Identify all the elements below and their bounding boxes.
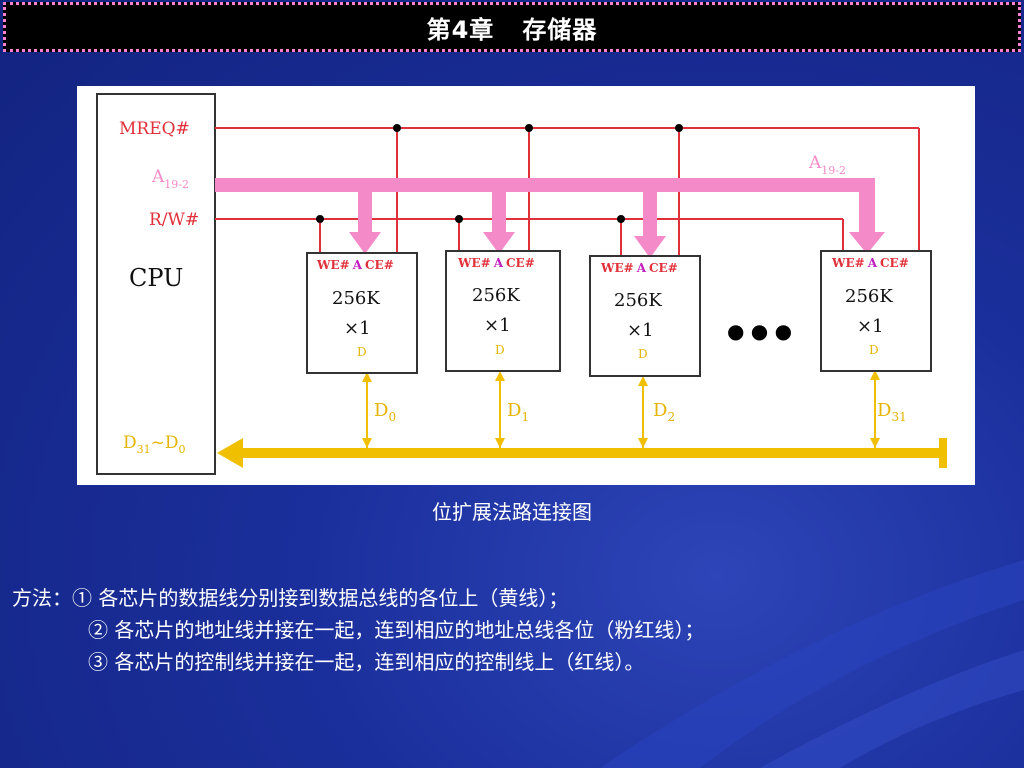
- svg-text:WE#ACE#: WE#ACE#: [457, 256, 535, 270]
- cpu-mreq-label: MREQ#: [119, 119, 190, 139]
- svg-text:256K: 256K: [614, 290, 662, 311]
- svg-text:256K: 256K: [845, 286, 893, 307]
- cpu-rw-label: R/W#: [149, 210, 199, 230]
- method-text: 方法：① 各芯片的数据线分别接到数据总线的各位上（黄线）； ② 各芯片的地址线并…: [12, 582, 704, 678]
- cpu-addr-label: A19-2: [151, 167, 189, 191]
- bus-addr-label: A19-2: [808, 153, 846, 177]
- cpu-label: CPU: [129, 264, 183, 292]
- svg-text:×1: ×1: [857, 316, 884, 337]
- svg-text:WE#ACE#: WE#ACE#: [316, 258, 394, 272]
- svg-text:D31: D31: [877, 400, 907, 424]
- svg-text:D: D: [638, 347, 648, 361]
- diagram-caption: 位扩展法路连接图: [432, 500, 592, 524]
- rw-line: [215, 215, 844, 256]
- method-item-1: 方法：① 各芯片的数据线分别接到数据总线的各位上（黄线）；: [12, 586, 569, 610]
- svg-text:D1: D1: [507, 400, 529, 424]
- svg-text:D2: D2: [653, 400, 675, 424]
- svg-text:WE#ACE#: WE#ACE#: [831, 256, 909, 270]
- svg-text:D: D: [869, 343, 879, 357]
- svg-text:×1: ×1: [627, 320, 654, 341]
- address-bus: [215, 178, 885, 258]
- mreq-line: [215, 124, 920, 256]
- svg-text:D0: D0: [374, 400, 396, 424]
- title-bar: 第4章 存储器: [3, 2, 1021, 52]
- svg-text:×1: ×1: [344, 318, 371, 339]
- svg-text:256K: 256K: [472, 285, 520, 306]
- data-bus: [217, 370, 947, 468]
- method-item-3: ③ 各芯片的控制线并接在一起，连到相应的控制线上（红线）。: [88, 650, 645, 674]
- cpu-box: [96, 93, 216, 475]
- svg-text:256K: 256K: [332, 288, 380, 309]
- method-item-2: ② 各芯片的地址线并接在一起，连到相应的地址总线各位（粉红线）；: [88, 618, 705, 642]
- cpu-data-label: D31~D0: [123, 433, 186, 456]
- more-chips-ellipsis: ● ● ●: [727, 319, 792, 343]
- svg-text:D: D: [357, 345, 367, 359]
- svg-text:WE#ACE#: WE#ACE#: [600, 261, 678, 275]
- page-title: 第4章 存储器: [426, 15, 598, 44]
- svg-text:D: D: [495, 343, 505, 357]
- svg-text:×1: ×1: [484, 315, 511, 336]
